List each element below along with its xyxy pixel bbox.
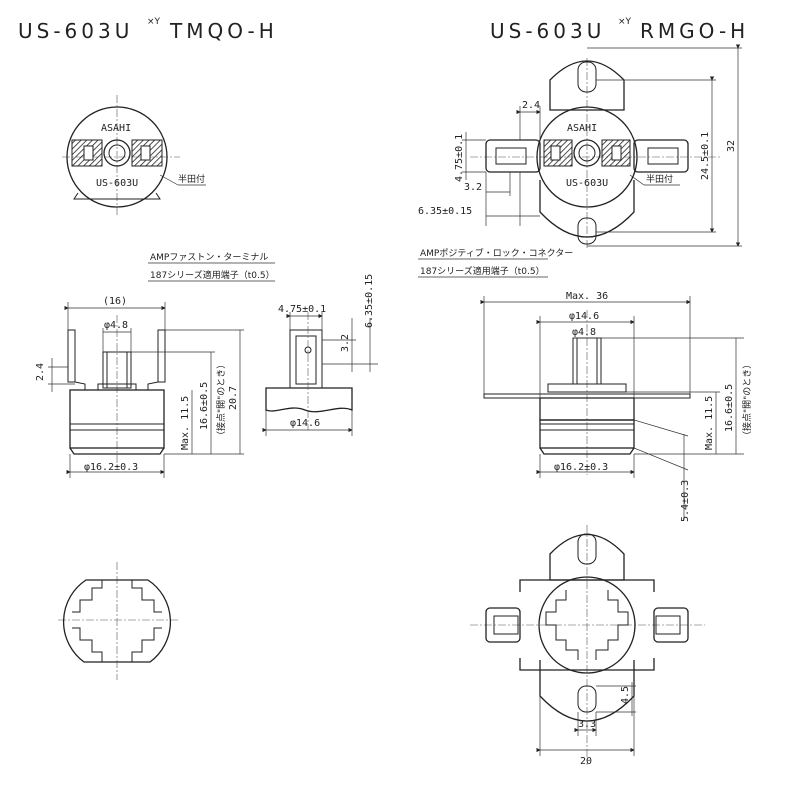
model-label-left: US-603U [96,178,138,189]
open-note-right: （接点"開"のとき） [741,360,753,440]
brand-label-right: ASAHI [567,123,597,134]
title-left-suffix: TMQO-H [169,19,278,43]
terminal-detail-view [262,312,378,436]
dim-32-right: 3.2 [464,182,482,193]
dim-45: 4.5 [620,686,631,704]
dim-635-right: 6.35±0.15 [418,206,472,217]
brand-label-left: ASAHI [101,123,131,134]
amp-fasten-spec: 187シリーズ適用端子（t0.5） [150,269,275,281]
dim-475-terminal: 4.75±0.1 [278,304,326,315]
amp-positive-spec: 187シリーズ適用端子（t0.5） [420,265,545,277]
dim-20: 20 [580,756,592,767]
variant-mark-left: ×Y [147,17,161,27]
dim-24-right: 2.4 [522,100,540,111]
dim-166-left: 16.6±0.5 [199,382,210,430]
dim-phi162-left: φ16.2±0.3 [84,462,138,473]
right-side-view [480,296,744,520]
open-note-left: （接点"開"のとき） [215,360,227,440]
amp-fasten-label: AMPファストン・ターミナル [150,252,268,263]
dim-max115-left: Max. 11.5 [180,396,191,450]
dim-475-right: 4.75±0.1 [454,134,465,182]
dim-32-terminal: 3.2 [340,334,351,352]
right-bottom-view [470,525,705,765]
variant-mark-right: ×Y [618,17,632,27]
dim-max115-right: Max. 11.5 [704,396,715,450]
solder-label-right: 半田付 [646,173,673,185]
dim-54: 5.4±0.3 [680,480,691,522]
right-top-view [462,44,742,250]
solder-label-left: 半田付 [178,173,205,185]
dim-phi146-left: φ14.6 [290,418,320,429]
dim-207: 20.7 [228,386,239,410]
left-top-view [62,95,206,215]
model-label-right: US-603U [566,178,608,189]
dim-phi146-right: φ14.6 [569,311,599,322]
left-bottom-view [58,562,178,680]
title-right: US-603U [490,19,605,43]
title-right-suffix: RMGO-H [640,19,749,43]
dim-16: (16) [103,296,127,307]
dim-635-terminal: 6.35±0.15 [364,274,375,328]
dim-phi48-right: φ4.8 [572,327,596,338]
amp-positive-label: AMPポジティブ・ロック・コネクター [420,247,573,259]
dim-phi162-right: φ16.2±0.3 [554,462,608,473]
left-side-view [48,302,244,478]
dim-32-total: 32 [726,140,737,152]
dim-max36: Max. 36 [566,291,608,302]
dim-24-left: 2.4 [35,363,46,381]
dim-166-right: 16.6±0.5 [724,384,735,432]
dim-phi48-left: φ4.8 [104,320,128,331]
dim-33: 3.3 [578,719,596,730]
title-left: US-603U [18,19,133,43]
dim-245: 24.5±0.1 [700,132,711,180]
